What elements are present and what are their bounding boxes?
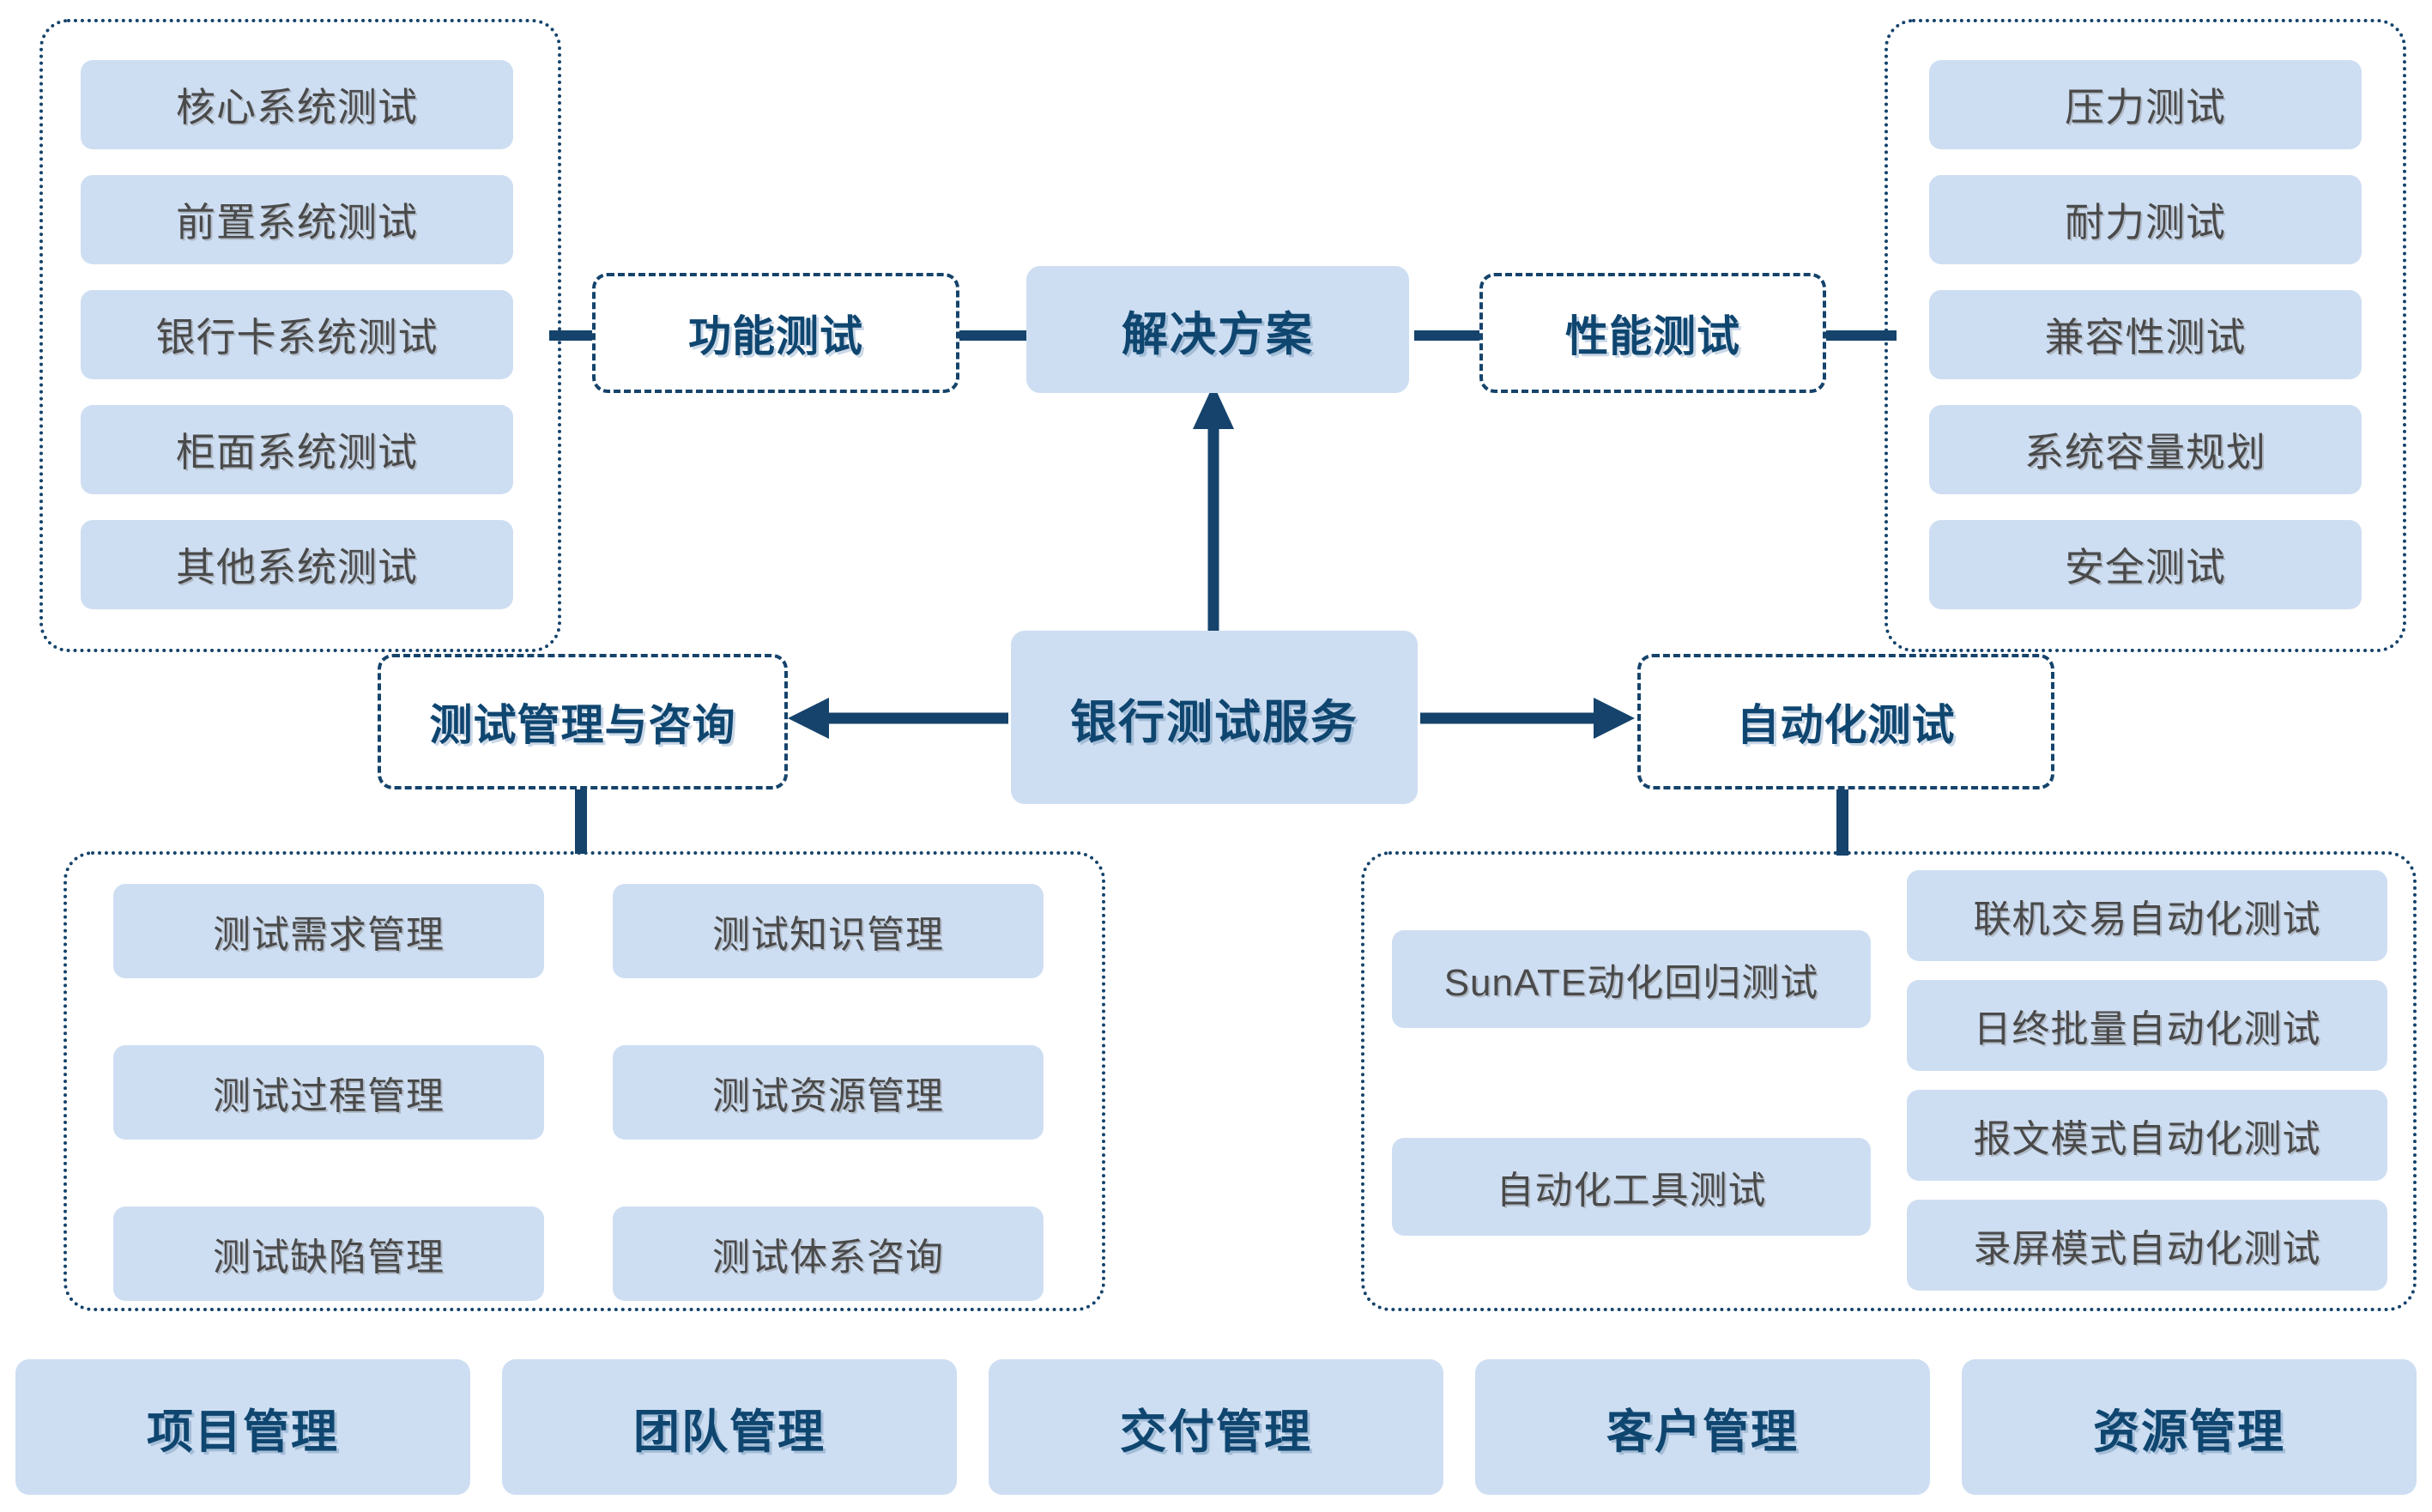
chip-functional-item-4[interactable]: 其他系统测试: [81, 520, 513, 609]
arrow-root-to-management: [788, 698, 1008, 739]
connector-functional-label-to-solution: [953, 330, 1030, 341]
group-functional-items: [39, 19, 561, 652]
chip-functional-item-3[interactable]: 柜面系统测试: [81, 405, 513, 494]
chip-automation-left-0[interactable]: SunATE动化回归测试: [1392, 930, 1871, 1028]
chip-management-left-0[interactable]: 测试需求管理: [113, 884, 544, 978]
chip-automation-right-1[interactable]: 日终批量自动化测试: [1907, 980, 2387, 1071]
node-bank-testing-service[interactable]: 银行测试服务: [1011, 631, 1418, 804]
group-automation-items: [1361, 851, 2417, 1311]
group-performance-items: [1884, 19, 2406, 652]
footer-chip-customer-management[interactable]: 客户管理: [1475, 1359, 1930, 1495]
connector-performance-label-to-group: [1811, 330, 1897, 341]
arrow-root-to-automation: [1420, 698, 1635, 739]
footer-chip-delivery-management[interactable]: 交付管理: [989, 1359, 1443, 1495]
chip-performance-item-4[interactable]: 安全测试: [1929, 520, 2362, 609]
footer-chip-team-management[interactable]: 团队管理: [502, 1359, 957, 1495]
chip-management-right-2[interactable]: 测试体系咨询: [613, 1207, 1044, 1301]
chip-automation-left-1[interactable]: 自动化工具测试: [1392, 1138, 1871, 1236]
chip-management-right-0[interactable]: 测试知识管理: [613, 884, 1044, 978]
chip-automation-right-0[interactable]: 联机交易自动化测试: [1907, 870, 2387, 961]
connector-solution-to-performance-label: [1414, 330, 1491, 341]
node-functional-testing[interactable]: 功能测试: [592, 273, 959, 393]
chip-automation-right-3[interactable]: 录屏模式自动化测试: [1907, 1200, 2387, 1291]
connector-management-label-to-group: [575, 781, 587, 854]
node-automation-testing[interactable]: 自动化测试: [1637, 654, 2054, 789]
chip-functional-item-2[interactable]: 银行卡系统测试: [81, 290, 513, 379]
chip-management-right-1[interactable]: 测试资源管理: [613, 1045, 1044, 1140]
chip-performance-item-3[interactable]: 系统容量规划: [1929, 405, 2362, 494]
chip-performance-item-1[interactable]: 耐力测试: [1929, 175, 2362, 264]
arrow-root-to-solution: [1193, 384, 1234, 631]
chip-functional-item-1[interactable]: 前置系统测试: [81, 175, 513, 264]
footer-chip-project-management[interactable]: 项目管理: [15, 1359, 470, 1495]
connector-automation-label-to-group: [1836, 783, 1848, 856]
group-management-items: [64, 851, 1105, 1311]
chip-management-left-2[interactable]: 测试缺陷管理: [113, 1207, 544, 1301]
chip-functional-item-0[interactable]: 核心系统测试: [81, 60, 513, 149]
chip-management-left-1[interactable]: 测试过程管理: [113, 1045, 544, 1140]
chip-automation-right-2[interactable]: 报文模式自动化测试: [1907, 1090, 2387, 1181]
chip-performance-item-2[interactable]: 兼容性测试: [1929, 290, 2362, 379]
footer-chip-resource-management[interactable]: 资源管理: [1962, 1359, 2417, 1495]
chip-performance-item-0[interactable]: 压力测试: [1929, 60, 2362, 149]
node-solution[interactable]: 解决方案: [1026, 266, 1409, 393]
node-performance-testing[interactable]: 性能测试: [1479, 273, 1826, 393]
node-test-management-consulting[interactable]: 测试管理与咨询: [378, 654, 788, 789]
